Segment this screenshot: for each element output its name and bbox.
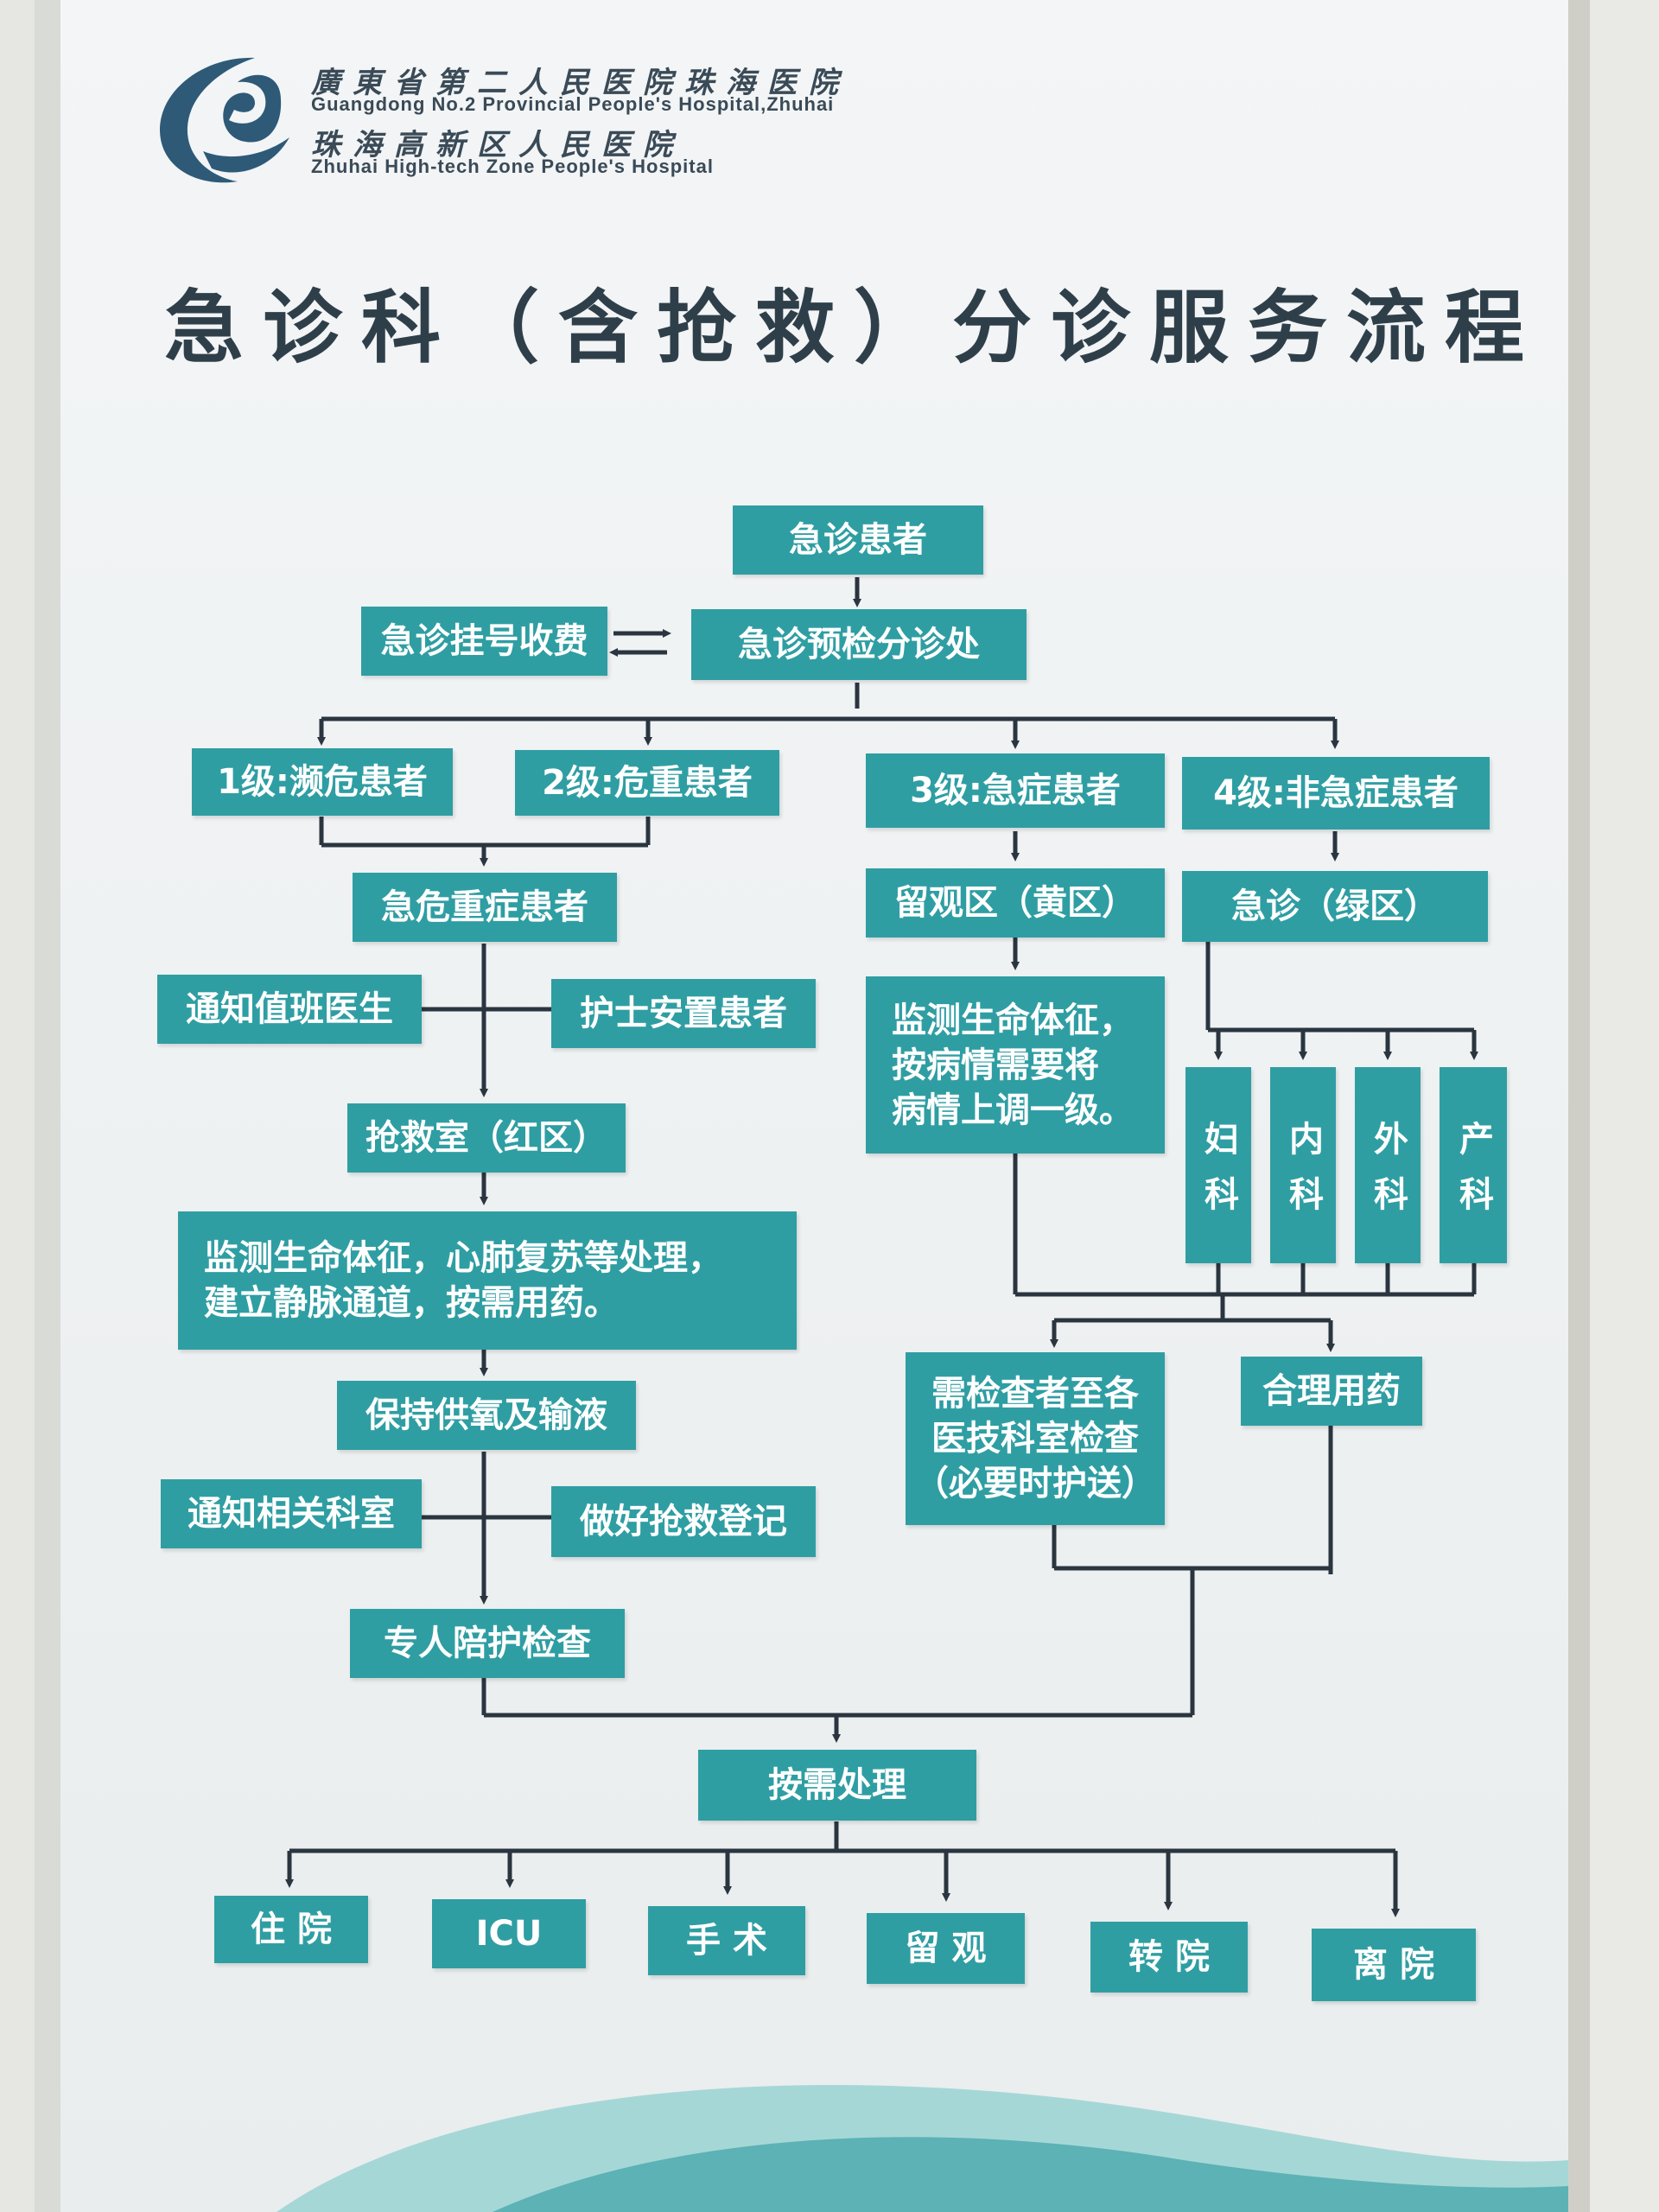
outcome-icu: ICU — [432, 1899, 586, 1968]
hospital-logo — [160, 57, 289, 183]
node-triage-desk: 急诊预检分诊处 — [691, 609, 1027, 680]
node-observation-yellow: 留观区（黄区） — [866, 868, 1165, 938]
hospital-name-en: Guangdong No.2 Provincial People's Hospi… — [311, 93, 835, 115]
page-title: 急诊科（含抢救）分诊服务流程 — [164, 281, 1544, 374]
outcome-surgery: 手 术 — [648, 1906, 805, 1975]
node-registration-fee: 急诊挂号收费 — [361, 607, 607, 676]
outcome-transfer: 转 院 — [1090, 1922, 1248, 1993]
node-dept-gynecology: 妇科 — [1185, 1067, 1251, 1263]
node-nurse-placement: 护士安置患者 — [551, 979, 816, 1048]
hospital-name-cn: 廣東省第二人民医院珠海医院 — [311, 66, 850, 100]
node-notify-doctor: 通知值班医生 — [157, 975, 422, 1044]
node-level-2: 2级:危重患者 — [515, 750, 779, 816]
node-emergency-patient: 急诊患者 — [733, 505, 983, 575]
hospital-name2-cn: 珠海高新区人民医院 — [311, 128, 684, 162]
node-escort-exam: 专人陪护检查 — [350, 1609, 625, 1678]
node-notify-department: 通知相关科室 — [161, 1479, 422, 1548]
node-rescue-register: 做好抢救登记 — [551, 1486, 816, 1557]
outcome-hospitalization: 住 院 — [214, 1896, 368, 1963]
node-emergency-green: 急诊（绿区） — [1182, 871, 1488, 942]
node-dept-surgery: 外科 — [1355, 1067, 1421, 1263]
node-level-3: 3级:急症患者 — [866, 753, 1165, 828]
node-exam-departments: 需检查者至各 医技科室检查 （必要时护送） — [906, 1352, 1165, 1525]
wall-right — [1590, 0, 1659, 2212]
outcome-observation: 留 观 — [867, 1913, 1025, 1984]
node-rescue-treatment: 监测生命体征，心肺复苏等处理， 建立静脉通道，按需用药。 — [178, 1211, 797, 1350]
node-level-1: 1级:濒危患者 — [192, 748, 453, 816]
node-monitor-upgrade: 监测生命体征， 按病情需要将 病情上调一级。 — [866, 976, 1165, 1154]
node-critical-patient: 急危重症患者 — [353, 873, 617, 942]
outcome-discharge: 离 院 — [1312, 1929, 1476, 2001]
node-handle-as-needed: 按需处理 — [698, 1750, 976, 1821]
node-rescue-room-red: 抢救室（红区） — [347, 1103, 626, 1173]
node-oxygen-infusion: 保持供氧及输液 — [337, 1381, 636, 1450]
node-rational-medication: 合理用药 — [1241, 1357, 1422, 1426]
hospital-name2-en: Zhuhai High-tech Zone People's Hospital — [311, 156, 714, 177]
node-level-4: 4级:非急症患者 — [1182, 757, 1490, 830]
decorative-wave — [276, 2085, 1568, 2212]
wall-left — [0, 0, 35, 2212]
node-dept-internal: 内科 — [1270, 1067, 1336, 1263]
node-dept-obstetrics: 产科 — [1440, 1067, 1507, 1263]
